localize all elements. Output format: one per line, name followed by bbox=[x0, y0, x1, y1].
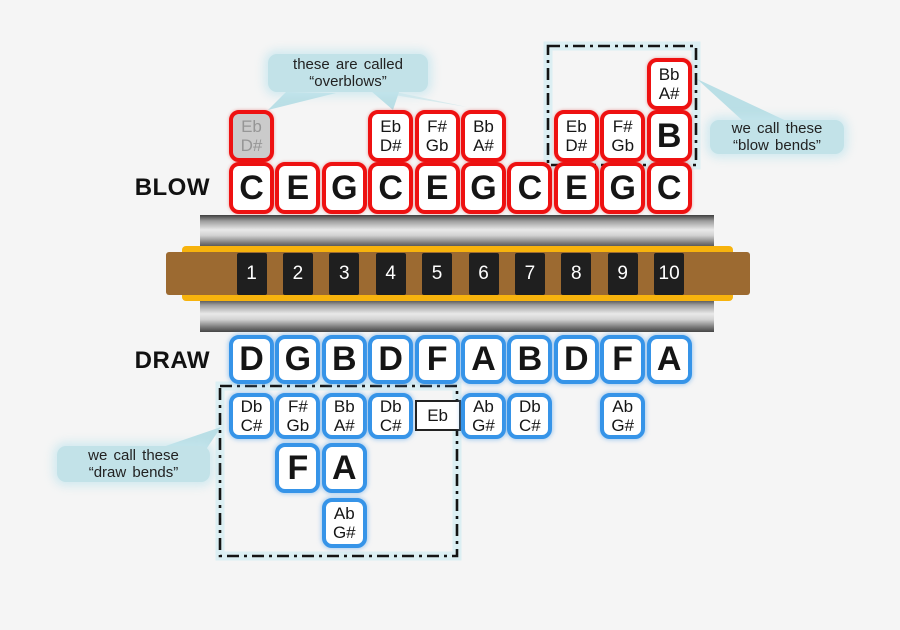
callout-overblows-line1: these are called bbox=[293, 56, 403, 73]
note-text: D# bbox=[565, 136, 588, 155]
blow-note-box: C bbox=[646, 162, 692, 214]
note-text: A# bbox=[473, 136, 494, 155]
note-text: Eb bbox=[241, 117, 262, 136]
hole-number: 5 bbox=[422, 253, 453, 295]
blow-note-box: G bbox=[461, 162, 506, 214]
overblow-note-box: F#Gb bbox=[414, 110, 460, 162]
note-text: F# bbox=[427, 117, 448, 136]
note-text: F# bbox=[612, 117, 633, 136]
draw-bend-note-box: F#Gb bbox=[275, 393, 321, 439]
blow-bends-pointer-triangle bbox=[697, 79, 797, 126]
note-text: D# bbox=[240, 136, 263, 155]
callout-draw-bends: we call these “draw bends” bbox=[57, 446, 210, 482]
note-text: Db bbox=[379, 397, 402, 416]
blow-note-box: G bbox=[600, 162, 646, 214]
harmonica-bottom-coverplate bbox=[200, 299, 714, 332]
callout-blow-bends-line2: “blow bends” bbox=[733, 137, 821, 154]
draw-note-box: A bbox=[646, 335, 692, 384]
callout-blow-bends-line1: we call these bbox=[731, 120, 823, 137]
note-text: Eb bbox=[380, 117, 402, 136]
note-text: G# bbox=[611, 416, 635, 435]
note-text: Ab bbox=[333, 504, 355, 523]
note-text: Bb bbox=[658, 65, 680, 84]
draw-bend-note-box: F bbox=[275, 443, 321, 493]
draw-note-box: B bbox=[507, 335, 553, 384]
note-text: F# bbox=[287, 397, 308, 416]
callout-draw-bends-line2: “draw bends” bbox=[88, 464, 179, 481]
draw-note-box: D bbox=[553, 335, 599, 384]
blow-note-box: E bbox=[414, 162, 460, 214]
hole-number: 7 bbox=[514, 253, 545, 295]
blow-row-label: BLOW bbox=[134, 174, 210, 201]
blow-note-box: C bbox=[229, 162, 274, 214]
note-text: Bb bbox=[333, 397, 355, 416]
note-text: C# bbox=[379, 416, 402, 435]
draw-note-box: F bbox=[414, 335, 460, 384]
hole-number: 3 bbox=[329, 253, 360, 295]
note-text: Gb bbox=[611, 136, 635, 155]
draw-note-box: A bbox=[461, 335, 506, 384]
hole-number: 4 bbox=[375, 253, 406, 295]
note-text: C# bbox=[240, 416, 263, 435]
note-text: Gb bbox=[425, 136, 449, 155]
draw-bend-note-box: Eb bbox=[414, 400, 461, 431]
note-text: Ab bbox=[473, 397, 494, 416]
note-text: Gb bbox=[286, 416, 310, 435]
note-text: Ab bbox=[612, 397, 634, 416]
draw-bend-note-box: A bbox=[321, 443, 367, 493]
hole-number: 9 bbox=[607, 253, 638, 295]
note-text: Db bbox=[519, 397, 541, 416]
blow-note-box: C bbox=[507, 162, 553, 214]
hole-number: 8 bbox=[561, 253, 592, 295]
blow-note-box: E bbox=[275, 162, 321, 214]
hole-number: 6 bbox=[468, 253, 499, 295]
draw-note-box: F bbox=[600, 335, 646, 384]
draw-row-label: DRAW bbox=[134, 347, 210, 374]
callout-overblows: these are called “overblows” bbox=[268, 54, 428, 92]
callout-overblows-line2: “overblows” bbox=[309, 73, 387, 90]
hole-number: 2 bbox=[282, 253, 313, 295]
note-text: A# bbox=[333, 416, 355, 435]
draw-note-box: D bbox=[229, 335, 274, 384]
blow-note-box: G bbox=[321, 162, 367, 214]
note-text: Db bbox=[240, 397, 263, 416]
overblows-pointer-left-triangle bbox=[268, 92, 336, 110]
note-text: Bb bbox=[473, 117, 494, 136]
note-text: G# bbox=[332, 523, 356, 542]
blow-note-box: E bbox=[553, 162, 599, 214]
hole-number: 1 bbox=[236, 253, 267, 295]
callout-draw-bends-line1: we call these bbox=[88, 447, 179, 464]
blow-bend-note-box: B bbox=[646, 110, 692, 162]
draw-note-box: B bbox=[321, 335, 367, 384]
note-text: C# bbox=[519, 416, 541, 435]
blow-note-box: C bbox=[368, 162, 414, 214]
harmonica-top-coverplate bbox=[200, 215, 714, 248]
hole-number: 10 bbox=[654, 253, 685, 295]
draw-note-box: D bbox=[368, 335, 414, 384]
draw-note-box: G bbox=[275, 335, 321, 384]
overblows-pointer-mid-triangle bbox=[371, 91, 399, 110]
note-text: A# bbox=[658, 84, 680, 103]
note-text: D# bbox=[379, 136, 402, 155]
overblows-pointer-right-triangle bbox=[370, 91, 467, 107]
blow-bend-note-box: F#Gb bbox=[600, 110, 646, 162]
note-text: G# bbox=[472, 416, 495, 435]
note-text: Eb bbox=[565, 117, 587, 136]
callout-blow-bends: we call these “blow bends” bbox=[710, 120, 844, 154]
